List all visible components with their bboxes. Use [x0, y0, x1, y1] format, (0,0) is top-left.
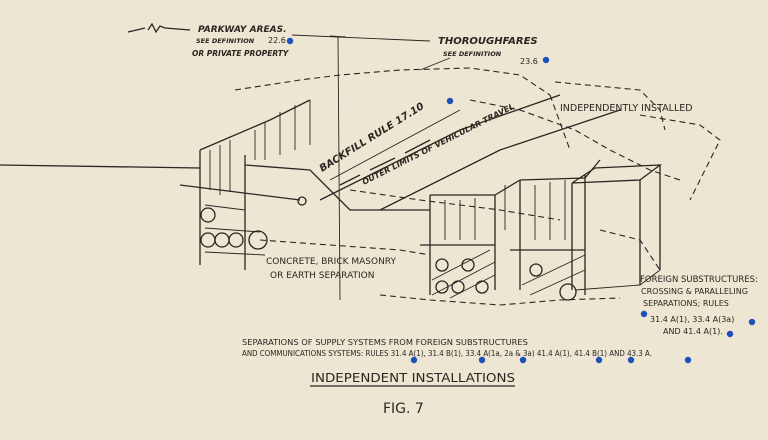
figure-title: INDEPENDENT INSTALLATIONS	[311, 370, 515, 385]
marker-dot	[748, 318, 756, 326]
surface-outlines	[234, 67, 721, 306]
marker-dot	[595, 356, 603, 364]
figure-number: FIG. 7	[383, 401, 424, 417]
middle-trench-2	[510, 159, 601, 301]
thoroughfares-ref: 23.6	[520, 57, 538, 66]
thoroughfares-label: THOROUGHFARES	[438, 36, 538, 47]
parkway-ref: 22.6	[268, 36, 286, 45]
middle-trench-1	[420, 179, 521, 299]
independently-installed-label: INDEPENDENTLY INSTALLED	[560, 103, 693, 114]
right-duct-box	[571, 164, 663, 291]
parkway-label: PARKWAY AREAS.	[198, 25, 287, 35]
separations-line-2: AND COMMUNICATIONS SYSTEMS: RULES 31.4 A…	[242, 349, 652, 358]
separations-line-1: SEPARATIONS OF SUPPLY SYSTEMS FROM FOREI…	[242, 337, 528, 347]
marker-dot	[542, 56, 550, 64]
separations-rules-label: SEPARATIONS; RULES	[643, 299, 729, 308]
thoroughfares-definition: SEE DEFINITION	[443, 50, 502, 58]
parkway-private-property: OR PRIVATE PROPERTY	[192, 49, 290, 58]
marker-dot	[640, 310, 648, 318]
foreign-rules-2: AND 41.4 A(1).	[663, 327, 723, 336]
crossing-paralleling-label: CROSSING & PARALLELING	[641, 287, 748, 296]
concrete-separation-label: CONCRETE, BRICK MASONRY	[266, 257, 396, 267]
earth-separation-label: OR EARTH SEPARATION	[270, 271, 375, 281]
leader-lines	[127, 22, 431, 301]
left-trench	[0, 99, 430, 270]
foreign-rules-1: 31.4 A(1), 33.4 A(3a)	[650, 315, 734, 324]
reference-markers	[286, 37, 756, 364]
marker-dot	[684, 356, 692, 364]
marker-dot	[286, 37, 294, 45]
outer-limits-label: OUTER LIMITS OF VEHICULAR TRAVEL	[361, 102, 516, 187]
marker-dot	[519, 356, 527, 364]
marker-dot	[446, 97, 454, 105]
marker-dot	[726, 330, 734, 338]
roadway	[319, 57, 621, 211]
marker-dot	[410, 356, 418, 364]
foreign-substructures-label: FOREIGN SUBSTRUCTURES:	[640, 275, 758, 285]
parkway-definition: SEE DEFINITION	[196, 37, 255, 45]
marker-dot	[627, 356, 635, 364]
marker-dot	[478, 356, 486, 364]
